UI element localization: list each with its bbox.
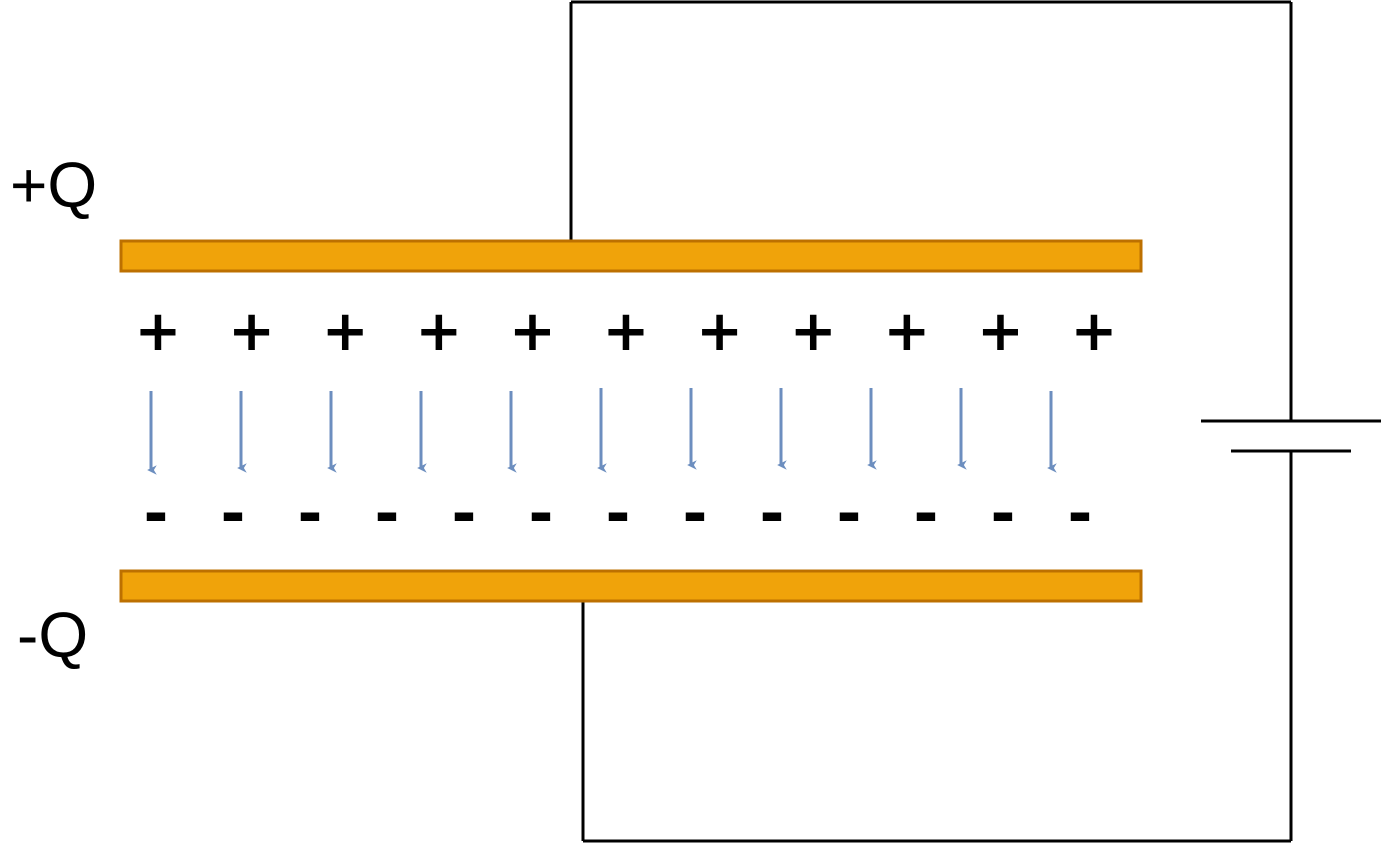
- positive-charge-10: +: [977, 299, 1024, 364]
- negative-charge-10: -: [837, 479, 862, 549]
- bottom-capacitor-plate: [119, 569, 1143, 603]
- positive-charge-1: +: [135, 299, 182, 364]
- negative-charge-11: -: [914, 479, 939, 549]
- negative-charge-8: -: [683, 479, 708, 549]
- positive-charges-row: + + + + + + + + + + +: [135, 299, 1118, 364]
- negative-charges-row: -------------: [144, 479, 1093, 549]
- negative-charge-2: -: [221, 479, 246, 549]
- bottom-charge-label: -Q: [17, 599, 88, 671]
- negative-charge-13: -: [1068, 479, 1093, 549]
- negative-charge-1: -: [144, 479, 169, 549]
- top-charge-label: +Q: [10, 149, 97, 221]
- circuit-wires: [569, 0, 1293, 843]
- positive-charge-5: +: [509, 299, 556, 364]
- negative-charge-7: -: [606, 479, 631, 549]
- electric-field-arrows: [147, 388, 1057, 475]
- positive-charge-8: +: [790, 299, 837, 364]
- negative-charge-9: -: [760, 479, 785, 549]
- battery-symbol: [1201, 419, 1381, 453]
- positive-charge-6: +: [603, 299, 650, 364]
- positive-charge-3: +: [322, 299, 369, 364]
- top-capacitor-plate: [119, 239, 1143, 273]
- negative-charge-4: -: [375, 479, 400, 549]
- negative-charge-12: -: [991, 479, 1016, 549]
- positive-charge-2: +: [228, 299, 275, 364]
- negative-charge-5: -: [452, 479, 477, 549]
- positive-charge-7: +: [696, 299, 743, 364]
- positive-charge-11: +: [1071, 299, 1118, 364]
- positive-charge-9: +: [883, 299, 930, 364]
- positive-charge-4: +: [415, 299, 462, 364]
- negative-charge-6: -: [529, 479, 554, 549]
- negative-charge-3: -: [298, 479, 323, 549]
